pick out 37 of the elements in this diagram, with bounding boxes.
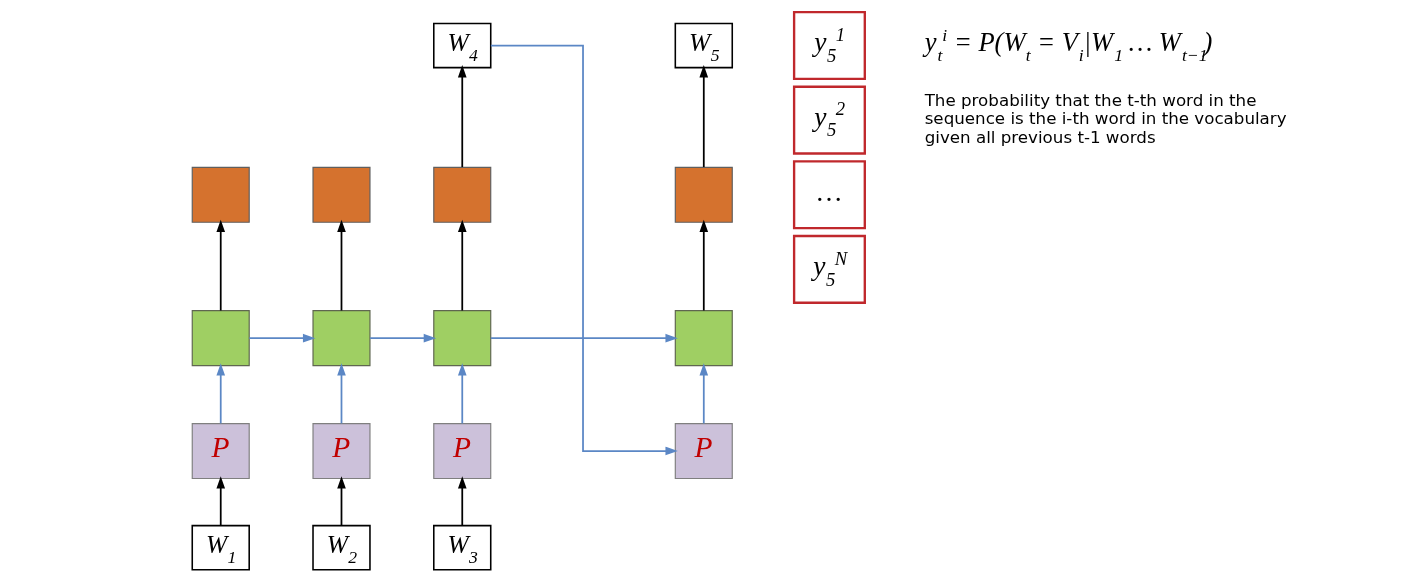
- node-box: W$_{4}$: [432, 22, 491, 69]
- node-box: [311, 166, 371, 223]
- arrow: [489, 44, 678, 456]
- label: y$_{t}$$^{i}$ = P(W$_{t}$ = V$_{i}$|W$_{1}$ … W$_{t−1}$): [924, 25, 1212, 66]
- arrow: [368, 333, 436, 343]
- node-box: [311, 310, 371, 367]
- arrow: [457, 65, 467, 168]
- node-box: P: [191, 422, 250, 480]
- arrow: [457, 363, 467, 425]
- node-box: W$_{1}$: [190, 524, 250, 571]
- label: The probability that the t-th word in the sequence is the i-th word in the vocabulary given all previous t-1 words: [924, 90, 1287, 147]
- node-box: [191, 166, 250, 223]
- arrow: [457, 476, 467, 527]
- arrow: [698, 219, 708, 312]
- node-box: [674, 310, 733, 367]
- node-box: W$_{2}$: [311, 524, 371, 571]
- node-box: P: [432, 422, 491, 480]
- node-box: W$_{3}$: [432, 524, 491, 571]
- node-box: P: [674, 422, 733, 480]
- node-box: W$_{5}$: [674, 22, 733, 69]
- arrow: [457, 219, 467, 312]
- node-box: [191, 310, 250, 367]
- node-box: [674, 166, 733, 223]
- arrow: [215, 476, 225, 527]
- arrow: [215, 219, 225, 312]
- node-box: …: [792, 160, 866, 230]
- arrow: [336, 476, 346, 527]
- arrow: [489, 333, 678, 343]
- arrow: [247, 333, 315, 343]
- arrow: [698, 363, 708, 425]
- node-box: [432, 310, 491, 367]
- arrow: [336, 363, 346, 425]
- arrow: [215, 363, 225, 425]
- node-box: P: [311, 422, 371, 480]
- arrow: [336, 219, 346, 312]
- arrow: [698, 65, 708, 168]
- node-box: [432, 166, 491, 223]
